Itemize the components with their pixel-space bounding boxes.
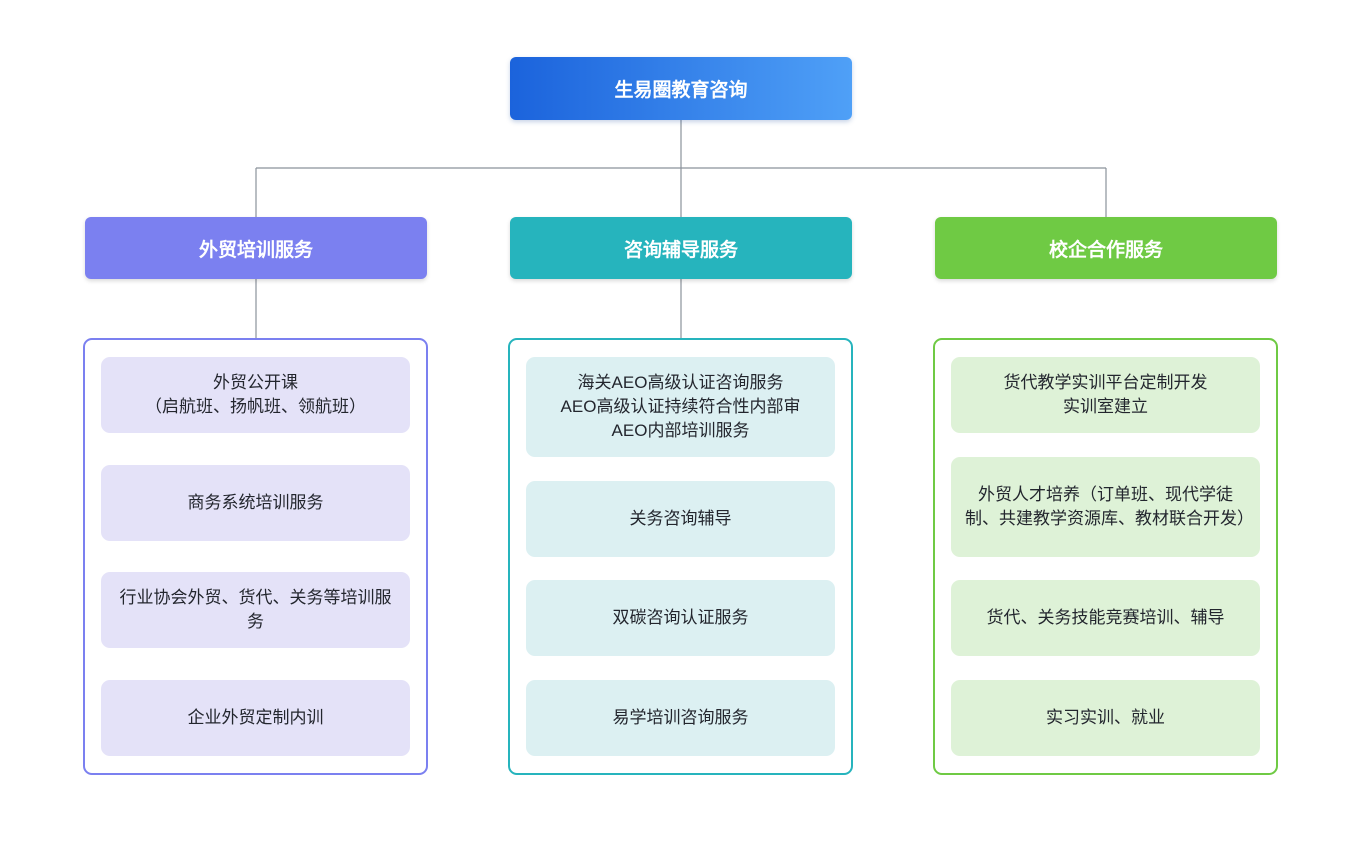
branch-panel-trade-training: 外贸公开课 （启航班、扬帆班、领航班） 商务系统培训服务 行业协会外贸、货代、关… (83, 338, 428, 775)
tree-node: 商务系统培训服务 (101, 464, 410, 541)
tree-node: 外贸公开课 （启航班、扬帆班、领航班） (101, 357, 410, 433)
tree-node-label: 行业协会外贸、货代、关务等培训服务 (119, 588, 392, 632)
tree-node-label: 企业外贸定制内训 (187, 707, 324, 727)
tree-node-label: 货代、关务技能竞赛培训、辅导 (986, 608, 1225, 628)
branch-header-school-enterprise: 校企合作服务 (935, 217, 1277, 279)
branch-panel-consulting-coaching: 海关AEO高级认证咨询服务 AEO高级认证持续符合性内部审 AEO内部培训服务 … (508, 338, 853, 775)
tree-node-label: 海关AEO高级认证咨询服务 AEO高级认证持续符合性内部审 AEO内部培训服务 (560, 372, 801, 441)
branch-header-trade-training: 外贸培训服务 (85, 217, 427, 279)
tree-node: 关务咨询辅导 (526, 480, 835, 557)
tree-node: 行业协会外贸、货代、关务等培训服务 (101, 572, 410, 649)
tree-node: 货代、关务技能竞赛培训、辅导 (951, 580, 1260, 657)
tree-node-label: 外贸人才培养（订单班、现代学徒制、共建教学资源库、教材联合开发） (965, 484, 1254, 528)
tree-node-label: 关务咨询辅导 (629, 508, 732, 528)
branch-header-label: 外贸培训服务 (198, 239, 313, 261)
tree-node: 企业外贸定制内训 (101, 679, 410, 756)
tree-node-label: 外贸公开课 （启航班、扬帆班、领航班） (145, 372, 366, 416)
tree-node-label: 易学培训咨询服务 (612, 707, 749, 727)
tree-node-label: 双碳咨询认证服务 (612, 608, 749, 628)
tree-node-label: 货代教学实训平台定制开发 实训室建立 (1003, 372, 1208, 416)
tree-node: 海关AEO高级认证咨询服务 AEO高级认证持续符合性内部审 AEO内部培训服务 (526, 357, 835, 457)
tree-node: 外贸人才培养（订单班、现代学徒制、共建教学资源库、教材联合开发） (951, 456, 1260, 557)
tree-node: 双碳咨询认证服务 (526, 580, 835, 657)
root-node: 生易圈教育咨询 (510, 57, 852, 120)
tree-node: 易学培训咨询服务 (526, 679, 835, 756)
root-node-label: 生易圈教育咨询 (614, 80, 748, 101)
tree-node: 货代教学实训平台定制开发 实训室建立 (951, 357, 1260, 433)
branch-header-label: 校企合作服务 (1048, 239, 1163, 261)
tree-node-label: 实习实训、就业 (1046, 707, 1165, 727)
branch-header-consulting-coaching: 咨询辅导服务 (510, 217, 852, 279)
tree-node: 实习实训、就业 (951, 679, 1260, 756)
tree-node-label: 商务系统培训服务 (187, 492, 324, 512)
branch-panel-school-enterprise: 货代教学实训平台定制开发 实训室建立 外贸人才培养（订单班、现代学徒制、共建教学… (933, 338, 1278, 775)
branch-header-label: 咨询辅导服务 (623, 239, 738, 261)
